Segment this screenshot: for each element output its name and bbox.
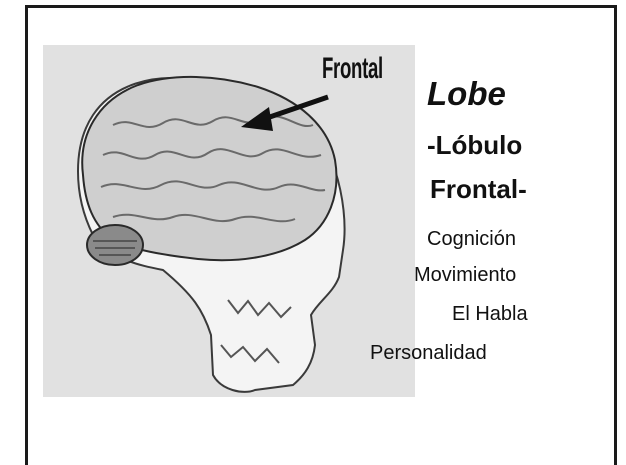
skull-brain-illustration bbox=[43, 45, 415, 397]
function-personality: Personalidad bbox=[370, 342, 487, 365]
skull-brain-drawing bbox=[43, 45, 415, 397]
function-speech: El Habla bbox=[452, 303, 528, 326]
pointer-label: Frontal bbox=[322, 52, 383, 86]
function-cognition: Cognición bbox=[427, 228, 516, 251]
title-lobe: Lobe bbox=[427, 75, 506, 113]
cerebellum bbox=[87, 225, 143, 265]
spanish-title-line1: -Lóbulo bbox=[427, 130, 522, 161]
spanish-title-line2: Frontal- bbox=[430, 174, 527, 205]
function-movement: Movimiento bbox=[414, 264, 516, 287]
